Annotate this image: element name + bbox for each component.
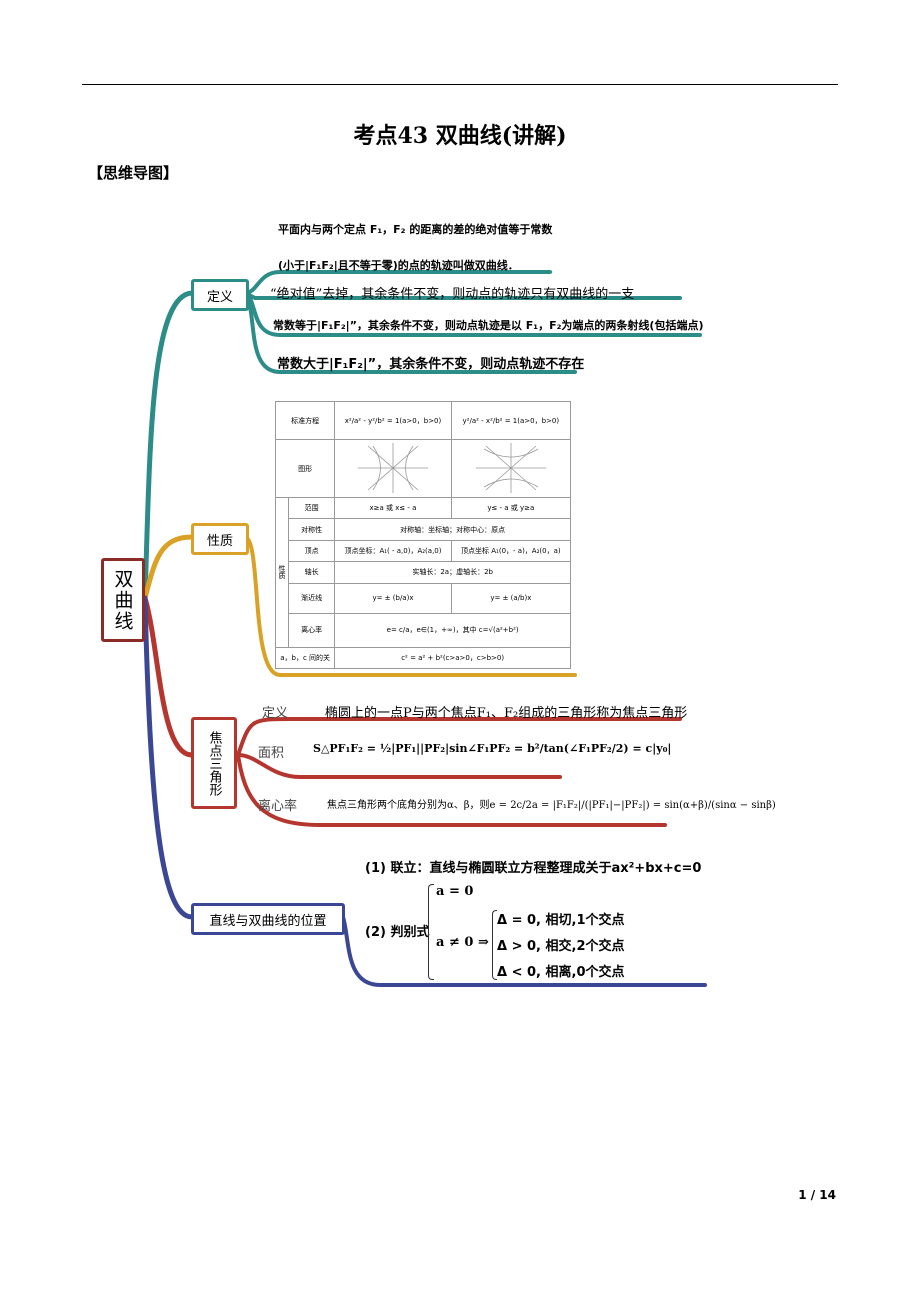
cell: 实轴长：2a；虚轴长：2b — [334, 561, 571, 584]
node-line-position[interactable]: 直线与双曲线的位置 — [191, 903, 345, 935]
cell-label: 范围 — [287, 496, 336, 520]
definition-item: 平面内与两个定点 F₁，F₂ 的距离的差的绝对值等于常数 — [278, 223, 553, 236]
cell: y≤ - a 或 y≥a — [450, 496, 572, 520]
focal-item-label: 定义 — [262, 706, 289, 721]
cell-label: 标准方程 — [274, 401, 336, 440]
line-step1: (1) 联立：直线与椭圆联立方程整理成关于ax²+bx+c=0 — [365, 861, 702, 876]
cell-label: 性质 — [275, 497, 289, 648]
cell-label: a，b，c 间的关 — [274, 646, 336, 670]
root-node[interactable]: 双曲线 — [101, 558, 145, 642]
node-focal-triangle[interactable]: 焦点三角形 — [191, 717, 237, 809]
cell: y= ± (a/b)x — [450, 582, 572, 614]
node-property[interactable]: 性质 — [191, 523, 249, 555]
cell-label: 离心率 — [287, 612, 336, 648]
focal-item-text: S△PF₁F₂ = ½|PF₁||PF₂|sin∠F₁PF₂ = b²/tan(… — [313, 742, 672, 755]
header-rule — [82, 84, 838, 85]
cell: 对称轴：坐标轴；对称中心：原点 — [334, 518, 571, 541]
cell: x≥a 或 x≤ - a — [334, 496, 452, 520]
section-heading: 【思维导图】 — [88, 164, 179, 182]
focal-item-label: 面积 — [258, 746, 285, 761]
page-number: 1 / 14 — [798, 1188, 836, 1202]
cell-label: 渐近线 — [287, 582, 336, 614]
cell: y= ± (b/a)x — [334, 582, 452, 614]
page-title: 考点43 双曲线(讲解) — [353, 123, 567, 149]
graph-horizontal — [334, 439, 452, 498]
focal-item-text: 椭圆上的一点P与两个焦点F₁、F₂组成的三角形称为焦点三角形 — [325, 706, 688, 721]
line-step2: (2) 判别式 — [365, 925, 430, 940]
cell: e= c/a，e∈(1，+∞)，其中 c=√(a²+b²) — [334, 612, 571, 648]
case-item: Δ < 0, 相离,0个交点 — [497, 965, 625, 980]
case-aneq: a ≠ 0 ⇒ — [436, 935, 489, 950]
definition-item: “绝对值”去掉，其余条件不变，则动点的轨迹只有双曲线的一支 — [270, 287, 635, 302]
case-item: Δ > 0, 相交,2个交点 — [497, 939, 625, 954]
node-definition[interactable]: 定义 — [191, 279, 249, 311]
case-a0: a = 0 — [436, 884, 474, 899]
definition-item: 常数大于|F₁F₂|”，其余条件不变，则动点轨迹不存在 — [277, 357, 585, 372]
cell: c² = a² + b²(c>a>0，c>b>0) — [334, 646, 571, 670]
cell-label: 轴长 — [287, 561, 336, 584]
brace — [428, 884, 434, 980]
cell-label: 图形 — [274, 439, 336, 498]
focal-item-text: 焦点三角形两个底角分别为α、β，则e = 2c/2a = |F₁F₂|/(|PF… — [327, 800, 776, 811]
definition-item: (小于|F₁F₂|且不等于零)的点的轨迹叫做双曲线． — [278, 259, 519, 272]
cell-label: 对称性 — [287, 518, 336, 541]
cell: x²/a² - y²/b² = 1(a>0，b>0) — [334, 401, 452, 440]
cell-label: 顶点 — [287, 539, 336, 563]
focal-item-label: 离心率 — [258, 799, 298, 814]
cell: 顶点坐标：A₁( - a,0)，A₂(a,0) — [334, 539, 452, 563]
brace — [492, 910, 497, 980]
cell: 顶点坐标 A₁(0，- a)，A₂(0，a) — [450, 539, 572, 563]
definition-item: 常数等于|F₁F₂|”，其余条件不变，则动点轨迹是以 F₁，F₂为端点的两条射线… — [273, 319, 704, 332]
cell: y²/a² - x²/b² = 1(a>0，b>0) — [450, 401, 572, 440]
graph-vertical — [450, 439, 572, 498]
case-item: Δ = 0, 相切,1个交点 — [497, 913, 625, 928]
